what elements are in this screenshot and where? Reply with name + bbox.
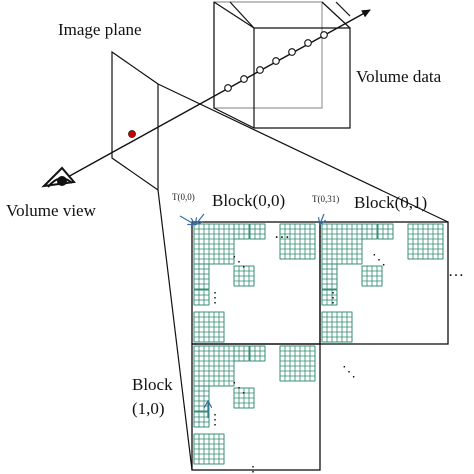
ellipsis-right: … bbox=[448, 263, 464, 280]
ellipsis-diag-0: ⋱ bbox=[232, 255, 246, 270]
thread-grid bbox=[193, 411, 210, 428]
thread-0-31-label: T(0,31) bbox=[312, 194, 339, 204]
thread-cells bbox=[193, 223, 444, 465]
zoom-line-top bbox=[157, 83, 449, 223]
block-1-0 bbox=[191, 343, 321, 471]
thread-arrow-0-0-b bbox=[196, 213, 205, 224]
ellipsis-diag-2: ⋱ bbox=[232, 381, 246, 396]
ellipsis-bottom: ⋮ bbox=[246, 465, 260, 474]
sample-point bbox=[320, 31, 328, 39]
ellipsis-col-2: ⋮ bbox=[208, 413, 222, 428]
thread-grid bbox=[279, 223, 316, 260]
volume-cube bbox=[213, 1, 351, 129]
ellipsis-col-1: ⋮ bbox=[326, 291, 340, 306]
thread-grid bbox=[193, 289, 210, 306]
block-grid bbox=[191, 221, 449, 471]
sample-point bbox=[240, 75, 248, 83]
thread-grid bbox=[377, 223, 394, 240]
thread-grid bbox=[407, 223, 444, 260]
block-0-1-label: Block(0,1) bbox=[354, 193, 427, 212]
thread-arrow-0-31 bbox=[320, 213, 324, 224]
zoom-line-left bbox=[157, 189, 193, 471]
thread-grid bbox=[233, 345, 250, 362]
cube-front-face bbox=[253, 27, 351, 129]
thread-0-0-label: T(0,0) bbox=[172, 192, 195, 202]
ellipsis-row-0: … bbox=[274, 225, 290, 242]
thread-grid bbox=[321, 263, 338, 290]
sample-point bbox=[272, 57, 280, 65]
block-0-0-label: Block(0,0) bbox=[212, 191, 285, 210]
sample-point bbox=[304, 39, 312, 47]
image-plane bbox=[111, 50, 159, 192]
image-plane-label: Image plane bbox=[58, 20, 142, 39]
block-1-0-label-line2: (1,0) bbox=[132, 399, 165, 418]
thread-arrow-0-0 bbox=[179, 215, 194, 224]
thread-grid bbox=[361, 223, 378, 240]
volume-view-label: Volume view bbox=[6, 201, 97, 220]
thread-grid bbox=[193, 223, 235, 265]
thread-grid bbox=[361, 265, 383, 287]
thread-grid bbox=[321, 289, 338, 306]
thread-grid bbox=[233, 265, 255, 287]
ellipsis-diag-mid: ⋱ bbox=[342, 365, 356, 380]
thread-grid bbox=[193, 433, 225, 465]
cube-back-face bbox=[213, 1, 323, 109]
thread-grid bbox=[321, 223, 363, 265]
cube-side-edges bbox=[213, 2, 255, 129]
thread-grid bbox=[193, 263, 210, 290]
eye-icon bbox=[41, 166, 76, 188]
view-ray bbox=[65, 9, 371, 179]
thread-grid bbox=[321, 311, 353, 343]
cube-edge-top bbox=[213, 1, 255, 29]
thread-grid bbox=[233, 387, 255, 409]
cube-edge bbox=[335, 1, 351, 17]
thread-grid bbox=[249, 345, 266, 362]
volume-data-label: Volume data bbox=[356, 67, 442, 86]
ray-sample-points bbox=[224, 31, 328, 92]
block-0-1 bbox=[319, 221, 449, 345]
thread-grid bbox=[279, 345, 316, 382]
thread-grid bbox=[193, 345, 235, 387]
ellipsis-col-0: ⋮ bbox=[208, 291, 222, 306]
sample-point bbox=[224, 84, 232, 92]
block-1-0-label-line1: Block bbox=[132, 375, 173, 394]
thread-grid bbox=[193, 385, 210, 412]
ellipsis-diag-1: ⋱ bbox=[372, 253, 386, 268]
cube-edge bbox=[229, 1, 255, 29]
thread-grid bbox=[249, 223, 266, 240]
block-0-0 bbox=[191, 221, 321, 345]
pixel-point bbox=[128, 130, 136, 138]
thread-grid bbox=[193, 311, 225, 343]
sample-point bbox=[288, 48, 296, 56]
sample-point bbox=[256, 66, 264, 74]
thread-grid bbox=[233, 223, 250, 240]
